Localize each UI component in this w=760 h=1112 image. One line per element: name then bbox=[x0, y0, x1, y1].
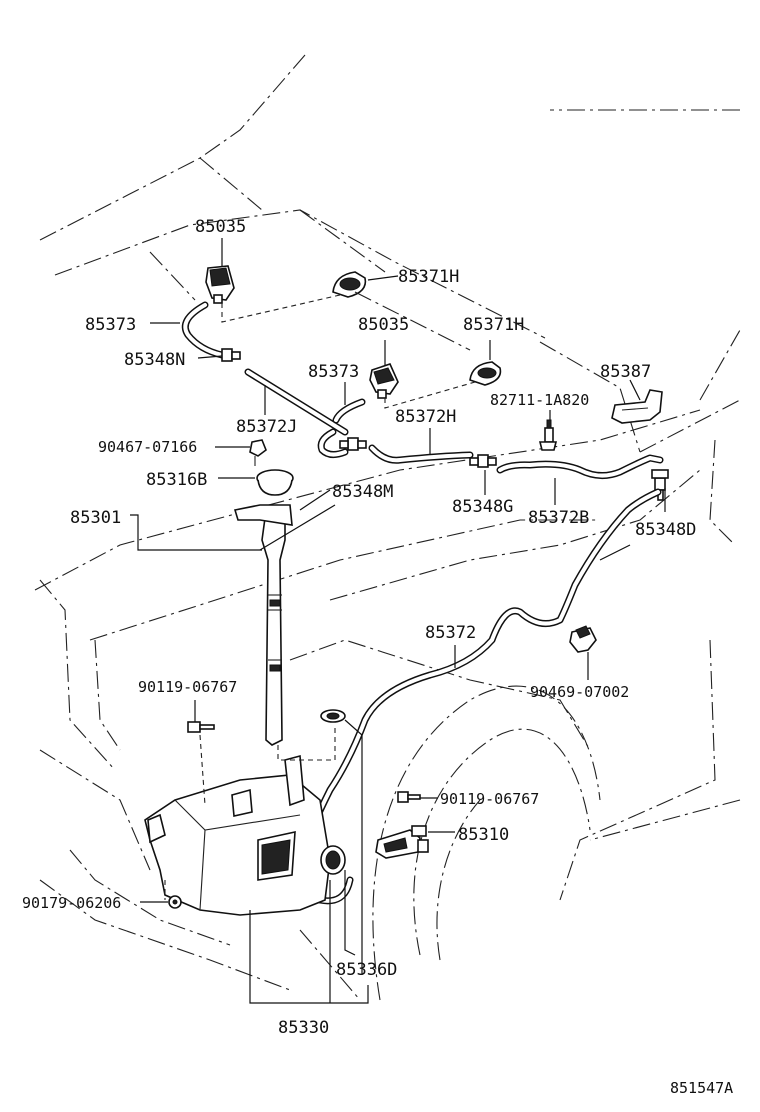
label-85348g: 85348G bbox=[452, 497, 513, 517]
label-85316b: 85316B bbox=[146, 470, 207, 490]
filler-pipe-85301[interactable] bbox=[233, 504, 293, 746]
leader-85348m bbox=[299, 489, 331, 511]
grommet-85336d-top[interactable] bbox=[320, 709, 346, 723]
grommet-85336d[interactable] bbox=[320, 845, 346, 875]
leader-85301 bbox=[130, 514, 262, 551]
label-90119-06767-right: 90119-06767 bbox=[440, 790, 539, 808]
label-85348d: 85348D bbox=[635, 520, 696, 540]
hose-85373-left[interactable] bbox=[181, 301, 226, 359]
hose-u-bend[interactable] bbox=[317, 428, 349, 459]
washer-pump-85310[interactable] bbox=[375, 825, 429, 859]
nozzle-to-grommet-line-a bbox=[221, 294, 341, 323]
washer-nozzle-left[interactable] bbox=[205, 265, 235, 304]
label-85373-right: 85373 bbox=[308, 362, 359, 382]
label-90469-07002: 90469-07002 bbox=[530, 683, 629, 701]
label-85373-left: 85373 bbox=[85, 315, 136, 335]
bracket-85387[interactable] bbox=[611, 389, 663, 424]
nut-90179[interactable] bbox=[168, 895, 182, 909]
leader-85348d-hose bbox=[599, 544, 631, 561]
phantom-line-upper bbox=[354, 291, 471, 351]
leader-85371h-a bbox=[367, 275, 399, 281]
hose-85372b[interactable] bbox=[496, 454, 664, 479]
label-85372j: 85372J bbox=[236, 417, 297, 437]
label-85372b: 85372B bbox=[528, 508, 589, 528]
leader-85330 bbox=[249, 910, 369, 1004]
joint-85348g[interactable] bbox=[469, 454, 497, 468]
label-85301: 85301 bbox=[70, 508, 121, 528]
washer-nozzle-right[interactable] bbox=[369, 363, 399, 399]
nozzle-to-grommet-line-b bbox=[384, 381, 476, 409]
joint-85348n[interactable] bbox=[221, 348, 241, 362]
leader-85336d bbox=[344, 870, 356, 956]
bolt-90119-left[interactable] bbox=[187, 721, 215, 733]
joint-85348m[interactable] bbox=[339, 437, 367, 451]
label-85348m: 85348M bbox=[332, 482, 393, 502]
label-85371h-lower: 85371H bbox=[463, 315, 524, 335]
clip-82711[interactable] bbox=[538, 419, 558, 451]
diagram-code: 851547A bbox=[670, 1079, 733, 1097]
tank-alignment-a bbox=[277, 724, 336, 761]
label-85035-upper: 85035 bbox=[195, 217, 246, 237]
label-85330: 85330 bbox=[278, 1018, 329, 1038]
vehicle-body-outline bbox=[34, 54, 741, 991]
bolt-alignment-left bbox=[199, 734, 206, 806]
label-85035-lower: 85035 bbox=[358, 315, 409, 335]
hose-85373-right[interactable] bbox=[332, 398, 366, 424]
grommet-85371h-lower[interactable] bbox=[469, 361, 502, 386]
label-85372: 85372 bbox=[425, 623, 476, 643]
leader-85336d-top bbox=[344, 719, 363, 975]
label-85372h: 85372H bbox=[395, 407, 456, 427]
leader-85301-b bbox=[259, 504, 336, 551]
hose-85372j[interactable] bbox=[244, 368, 349, 436]
wheel-arch bbox=[299, 685, 601, 1001]
leader-85348n bbox=[197, 355, 223, 359]
bolt-90467[interactable] bbox=[249, 439, 267, 466]
label-85336d: 85336D bbox=[336, 960, 397, 980]
label-85387: 85387 bbox=[600, 362, 651, 382]
callout-labels: 85035 85371H 85373 85035 85371H 85348N 8… bbox=[22, 217, 733, 1097]
label-90119-06767-left: 90119-06767 bbox=[138, 678, 237, 696]
reservoir-tank-85330[interactable] bbox=[144, 754, 331, 916]
grommet-85371h-upper[interactable] bbox=[332, 271, 367, 298]
hose-85372h[interactable] bbox=[368, 444, 474, 464]
bolt-90119-right[interactable] bbox=[397, 791, 421, 803]
label-90179-06206: 90179-06206 bbox=[22, 894, 121, 912]
leader-85387 bbox=[629, 379, 641, 401]
cap-85316b[interactable] bbox=[256, 469, 294, 496]
label-82711-1a820: 82711-1A820 bbox=[490, 391, 589, 409]
label-85348n: 85348N bbox=[124, 350, 185, 370]
label-90467-07166: 90467-07166 bbox=[98, 438, 197, 456]
label-85371h-upper: 85371H bbox=[398, 267, 459, 287]
label-85310: 85310 bbox=[458, 825, 509, 845]
clip-90469[interactable] bbox=[569, 625, 597, 653]
